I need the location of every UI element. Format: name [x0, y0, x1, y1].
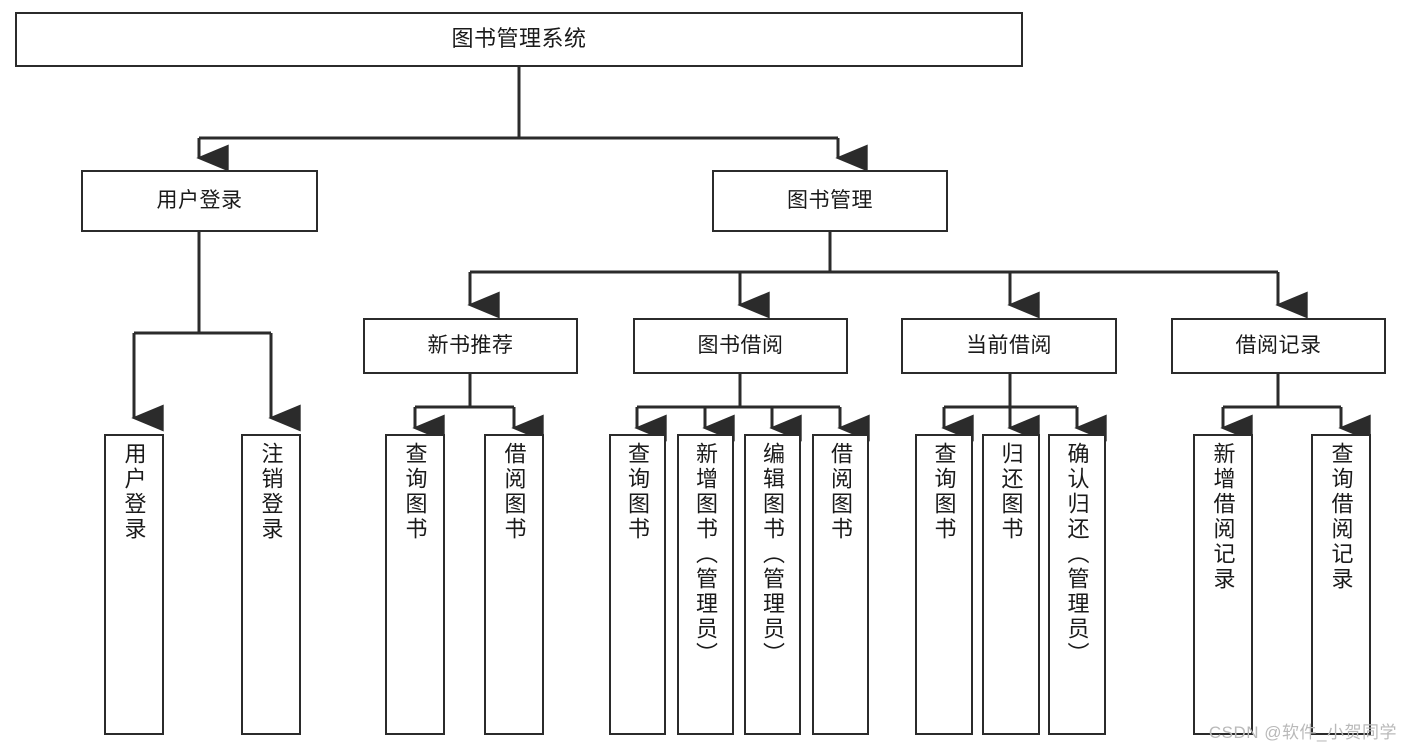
node-label: 借阅图书: [828, 442, 854, 542]
leaf-add-book[interactable]: 新增图书（管理员）: [677, 434, 734, 735]
node-label: 借阅记录: [1235, 333, 1322, 357]
node-new-book-recommend[interactable]: 新书推荐: [363, 318, 578, 374]
node-label: 查询图书: [402, 442, 428, 542]
leaf-borrow-book-1[interactable]: 借阅图书: [484, 434, 544, 735]
node-label: 查询借阅记录: [1328, 442, 1354, 592]
leaf-query-book-1[interactable]: 查询图书: [385, 434, 445, 735]
node-current-borrow[interactable]: 当前借阅: [901, 318, 1117, 374]
leaf-return-book[interactable]: 归还图书: [982, 434, 1040, 735]
node-label: 借阅图书: [501, 442, 527, 542]
leaf-query-book-3[interactable]: 查询图书: [915, 434, 973, 735]
leaf-query-borrow-record[interactable]: 查询借阅记录: [1311, 434, 1371, 735]
node-label: 注销登录: [258, 442, 284, 542]
node-label: 查询图书: [625, 442, 651, 542]
node-label: 用户登录: [156, 188, 243, 212]
node-label: 查询图书: [931, 442, 957, 542]
node-label: 新增借阅记录: [1210, 442, 1236, 592]
leaf-borrow-book-2[interactable]: 借阅图书: [812, 434, 869, 735]
node-label: 编辑图书（管理员）: [760, 442, 786, 667]
leaf-user-logout-action[interactable]: 注销登录: [241, 434, 301, 735]
node-book-borrow[interactable]: 图书借阅: [633, 318, 848, 374]
csdn-watermark: CSDN @软件_小贺同学: [1208, 723, 1397, 742]
node-label: 图书管理系统: [451, 26, 587, 52]
node-user-login[interactable]: 用户登录: [81, 170, 318, 232]
node-borrow-record[interactable]: 借阅记录: [1171, 318, 1386, 374]
node-root-system[interactable]: 图书管理系统: [15, 12, 1023, 67]
node-label: 新增图书（管理员）: [693, 442, 719, 667]
node-book-manage[interactable]: 图书管理: [712, 170, 948, 232]
node-label: 图书借阅: [697, 333, 784, 357]
leaf-confirm-return[interactable]: 确认归还（管理员）: [1048, 434, 1106, 735]
node-label: 当前借阅: [966, 333, 1052, 357]
node-label: 归还图书: [998, 442, 1024, 542]
leaf-edit-book[interactable]: 编辑图书（管理员）: [744, 434, 801, 735]
node-label: 用户登录: [121, 442, 147, 542]
node-label: 新书推荐: [427, 333, 514, 357]
leaf-add-borrow-record[interactable]: 新增借阅记录: [1193, 434, 1253, 735]
node-label: 确认归还（管理员）: [1064, 442, 1090, 667]
node-label: 图书管理: [787, 188, 873, 212]
leaf-query-book-2[interactable]: 查询图书: [609, 434, 666, 735]
leaf-user-login-action[interactable]: 用户登录: [104, 434, 164, 735]
